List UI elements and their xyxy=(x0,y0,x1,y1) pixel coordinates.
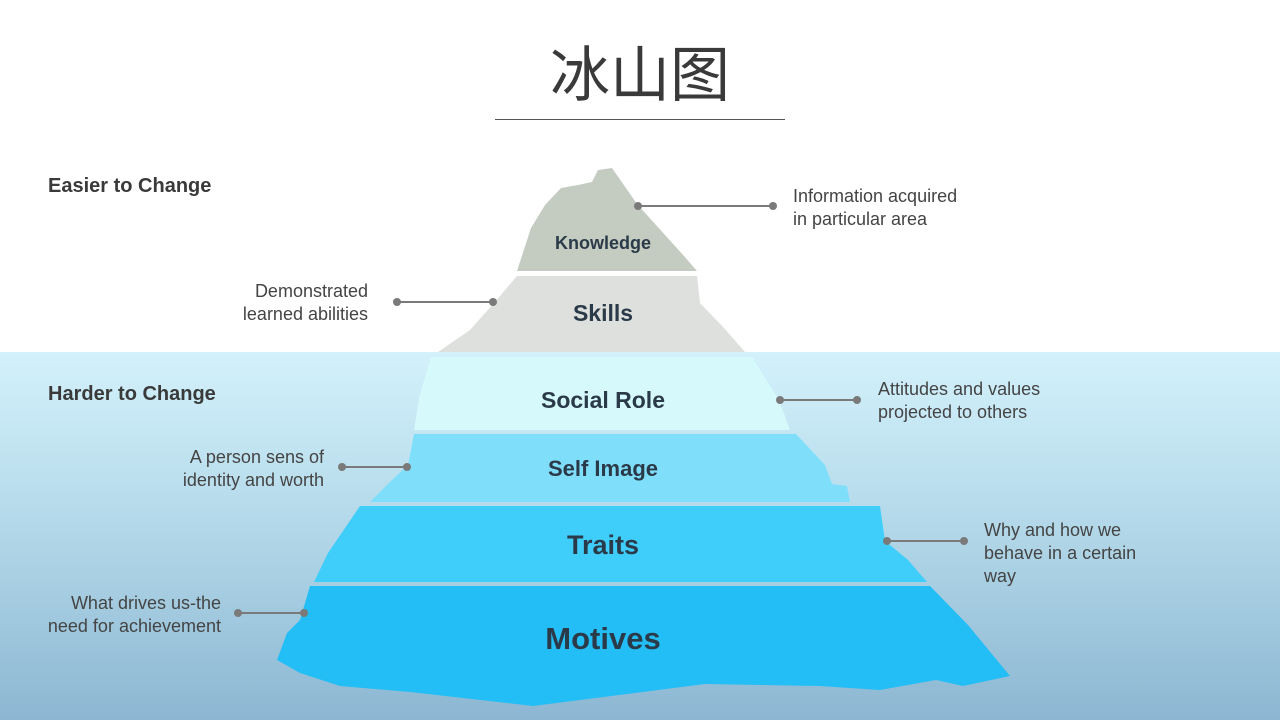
layer-motives xyxy=(277,586,1010,706)
layer-label-skills: Skills xyxy=(573,300,633,326)
layer-knowledge xyxy=(517,168,697,271)
connector-self-image xyxy=(338,463,411,471)
description-motives: What drives us-the need for achievement xyxy=(47,593,221,636)
layer-label-motives: Motives xyxy=(545,621,660,656)
description-knowledge: Information acquired in particular area xyxy=(793,186,958,229)
connector-knowledge xyxy=(634,202,777,210)
connector-skills xyxy=(393,298,497,306)
layer-social-role xyxy=(414,357,790,430)
layer-label-social-role: Social Role xyxy=(541,387,665,413)
page-title: 冰山图 xyxy=(550,41,730,111)
description-skills: Demonstrated learned abilities xyxy=(242,281,368,324)
connector-traits xyxy=(883,537,968,545)
layer-self-image xyxy=(370,434,850,502)
layer-label-knowledge: Knowledge xyxy=(555,233,651,253)
layer-label-traits: Traits xyxy=(567,530,639,560)
connector-social-role xyxy=(776,396,861,404)
zone-label-below: Harder to Change xyxy=(48,383,216,405)
layer-traits xyxy=(314,506,927,582)
title-underline xyxy=(495,119,785,120)
layer-label-self-image: Self Image xyxy=(548,456,658,481)
description-self-image: A person sens of identity and worth xyxy=(182,447,324,490)
connector-motives xyxy=(234,609,308,617)
zone-label-above: Easier to Change xyxy=(48,175,212,197)
layer-skills xyxy=(438,276,745,352)
description-traits: Why and how we behave in a certain way xyxy=(984,520,1137,586)
description-social-role: Attitudes and values projected to others xyxy=(878,379,1041,422)
